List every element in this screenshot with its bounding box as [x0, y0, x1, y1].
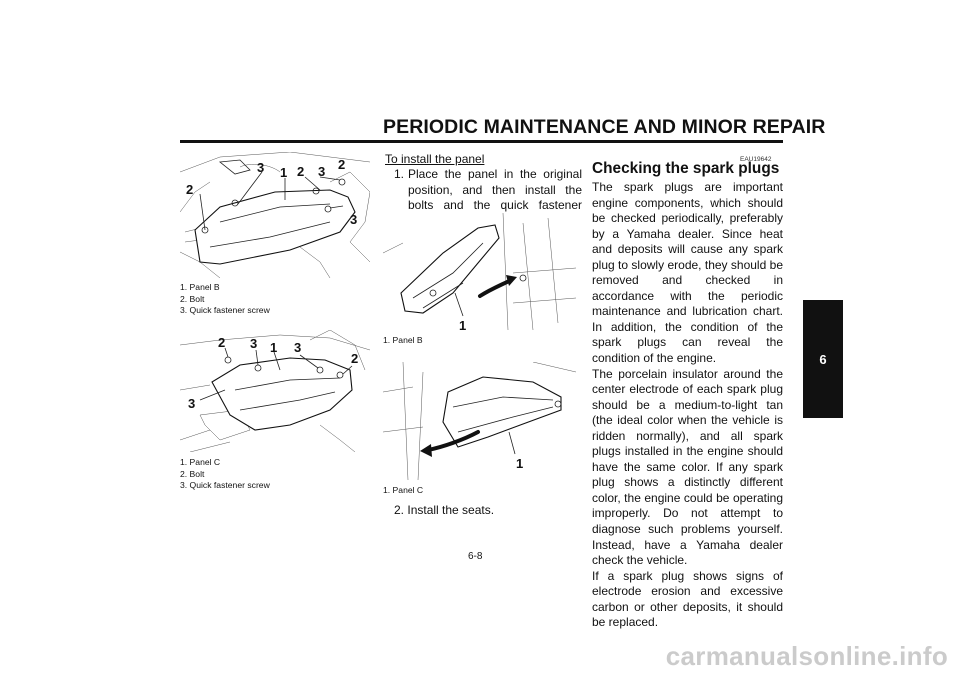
step-number: 2.: [394, 503, 405, 517]
section-title: Checking the spark plugs: [592, 160, 780, 177]
callout-2b: 2: [338, 157, 345, 172]
page-header-title: PERIODIC MAINTENANCE AND MINOR REPAIR: [383, 116, 826, 138]
header-rule: [180, 140, 783, 143]
callout-2c: 2: [186, 182, 193, 197]
caption-line: 3. Quick fastener screw: [180, 480, 270, 491]
figure-panel-b-removal: 3 1 2 3 2 2 3: [180, 152, 370, 278]
panel-c-removal-illustration: 2 3 1 3 2 3: [180, 330, 370, 452]
spark-plug-body: The spark plugs are important engine com…: [592, 180, 783, 631]
panel-c-install-illustration: 1: [383, 362, 576, 480]
caption-panel-b-install: 1. Panel B: [383, 335, 423, 347]
panel-b-install-illustration: 1: [383, 213, 576, 330]
callout-1: 1: [459, 318, 466, 330]
chapter-tab-number: 6: [819, 351, 827, 367]
callout-3a: 3: [257, 160, 264, 175]
paragraph: The spark plugs are important engine com…: [592, 180, 783, 366]
callout-2a: 2: [218, 335, 225, 350]
step-text: Install the seats.: [407, 503, 495, 517]
caption-line: 1. Panel B: [180, 282, 220, 292]
callout-3b: 3: [294, 340, 301, 355]
caption-line: 2. Bolt: [180, 293, 205, 304]
figure-panel-b-install: 1: [383, 213, 576, 330]
caption-line: 2. Bolt: [180, 468, 205, 479]
watermark: carmanualsonline.info: [665, 641, 948, 671]
callout-3a: 3: [250, 336, 257, 351]
callout-3c: 3: [188, 396, 195, 411]
caption-panel-b-removal: 1. Panel B 2. Bolt 3. Quick fastener scr…: [180, 282, 270, 317]
install-subheading: To install the panel: [385, 152, 485, 166]
caption-panel-c-install: 1. Panel C: [383, 485, 423, 497]
callout-1: 1: [270, 340, 277, 355]
caption-panel-c-removal: 1. Panel C 2. Bolt 3. Quick fastener scr…: [180, 457, 270, 492]
caption-line: 1. Panel C: [383, 485, 424, 495]
step-number: 1.: [394, 167, 405, 181]
callout-3c: 3: [350, 212, 357, 227]
callout-1: 1: [516, 456, 523, 471]
caption-line: 1. Panel C: [180, 457, 221, 467]
callout-1: 1: [280, 165, 287, 180]
caption-line: 3. Quick fastener screw: [180, 305, 270, 316]
callout-2b: 2: [351, 351, 358, 366]
page-number: 6-8: [468, 551, 483, 562]
callout-2a: 2: [297, 164, 304, 179]
section-code: EAU19642: [740, 156, 772, 163]
figure-panel-c-removal: 2 3 1 3 2 3: [180, 330, 370, 452]
install-step-2: 2. Install the seats.: [394, 503, 494, 519]
figure-panel-c-install: 1: [383, 362, 576, 480]
panel-b-removal-illustration: 3 1 2 3 2 2 3: [180, 152, 370, 278]
callout-3b: 3: [318, 164, 325, 179]
caption-line: 1. Panel B: [383, 335, 423, 345]
paragraph: The porcelain insulator around the cente…: [592, 366, 783, 568]
paragraph: If a spark plug shows signs of electrode…: [592, 568, 783, 630]
chapter-tab: 6: [803, 300, 843, 418]
